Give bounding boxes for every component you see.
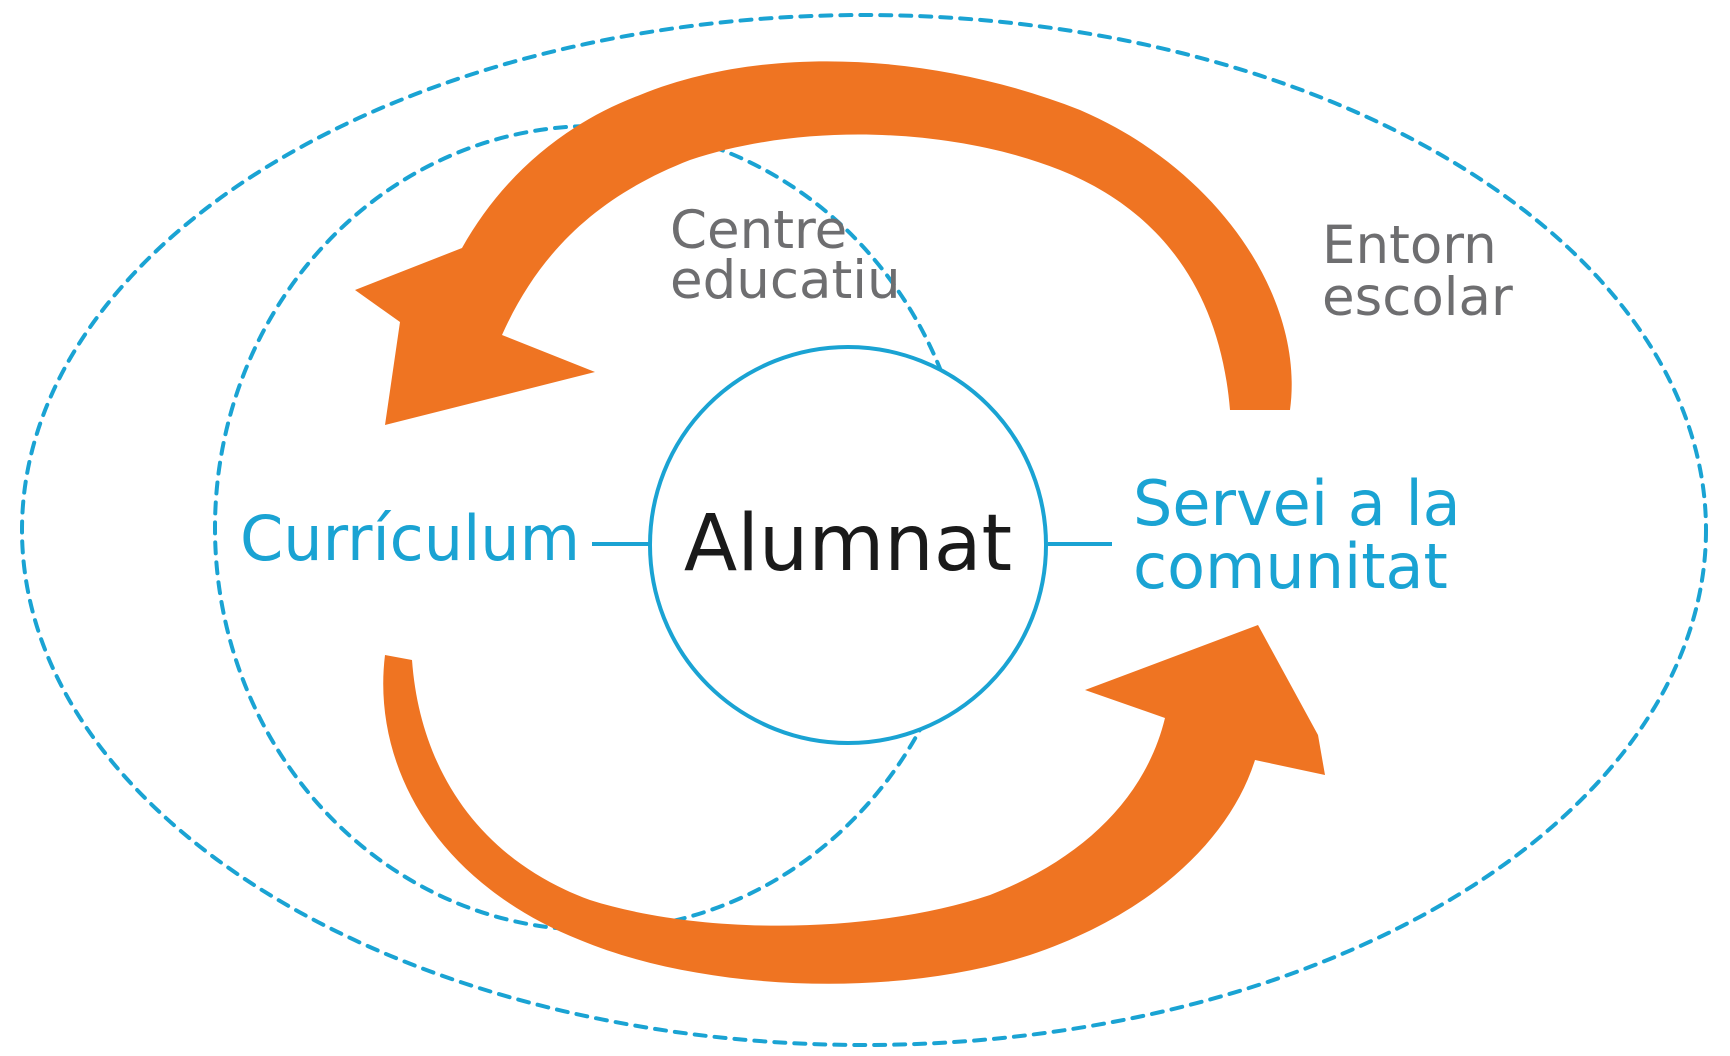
left-label-curriculum: Currículum xyxy=(240,502,580,575)
curved-arrow-left-icon xyxy=(355,61,1292,426)
inner-ring-label-line2: educatiu xyxy=(670,250,901,311)
outer-ring-label-line2: escolar xyxy=(1322,267,1513,328)
outer-ring-entorn-escolar xyxy=(20,13,1708,1047)
right-label-servei-line2: comunitat xyxy=(1133,530,1448,603)
top-arrow xyxy=(355,61,1292,426)
bottom-arrow xyxy=(383,625,1325,984)
center-circle xyxy=(648,345,1048,745)
curved-arrow-right-icon xyxy=(383,625,1325,984)
outer-ring-label-line1: Entorn xyxy=(1322,215,1497,276)
right-label-servei-line1: Servei a la xyxy=(1133,467,1461,540)
inner-ring-label-line1: Centre xyxy=(670,200,847,261)
center-label-alumnat: Alumnat xyxy=(684,499,1012,589)
top-arrow-brush-texture xyxy=(1069,86,1192,162)
